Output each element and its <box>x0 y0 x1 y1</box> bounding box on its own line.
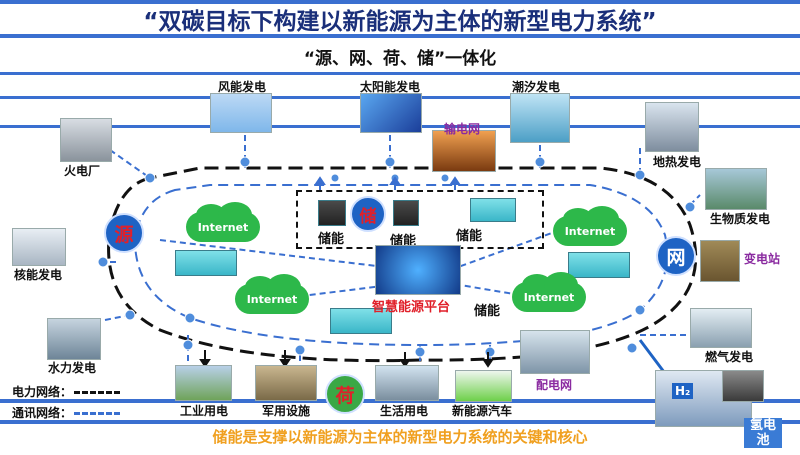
top-stripe <box>0 0 800 4</box>
wind-image <box>210 93 272 133</box>
biomass-image <box>705 168 767 210</box>
hydrogen-label: 氢电池 <box>744 418 782 448</box>
military-label: 军用设施 <box>262 404 311 418</box>
stripe <box>0 399 800 403</box>
internet-cloud: Internet <box>553 206 627 246</box>
page-title: “双碳目标下构建以新能源为主体的新型电力系统” <box>143 9 657 35</box>
transmission-image <box>432 130 496 172</box>
storage-label-4: 储能 <box>474 304 501 319</box>
footer-text: 储能是支撑以新能源为主体的新型电力系统的关键和核心 <box>212 428 588 446</box>
geothermal-label: 地热发电 <box>653 155 702 169</box>
storage-label-1: 储能 <box>318 232 345 247</box>
nuclear-image <box>12 228 66 266</box>
transmission-label: 输电网 <box>444 122 481 136</box>
legend-comm-label: 通讯网络： <box>12 406 73 420</box>
hydrogen-cell-image <box>722 370 764 402</box>
substation-label: 变电站 <box>744 252 781 266</box>
hub-storage: 储 <box>350 196 386 232</box>
battery-rack <box>568 252 630 278</box>
legend-power-line <box>74 391 120 394</box>
page-subtitle: “源、网、荷、储”一体化 <box>303 49 497 69</box>
platform-image <box>375 245 461 295</box>
internet-cloud: Internet <box>512 272 586 312</box>
nuclear-label: 核能发电 <box>14 268 63 282</box>
distribution-image <box>520 330 590 374</box>
internet-cloud: Internet <box>235 274 309 314</box>
gas-label: 燃气发电 <box>705 350 754 364</box>
wind-label: 风能发电 <box>218 80 267 94</box>
internet-cloud: Internet <box>186 202 260 242</box>
stripe <box>0 72 800 75</box>
hub-grid: 网 <box>656 236 696 276</box>
battery-rack <box>175 250 237 276</box>
military-image <box>255 365 317 401</box>
ev-image <box>455 370 512 402</box>
industrial-label: 工业用电 <box>180 404 229 418</box>
hub-load: 荷 <box>325 374 365 414</box>
residential-label: 生活用电 <box>380 404 429 418</box>
legend-power-label: 电力网络： <box>12 385 73 399</box>
tidal-image <box>510 93 570 143</box>
solar-label: 太阳能发电 <box>360 80 421 94</box>
stripe <box>0 420 800 424</box>
substation-image <box>700 240 740 282</box>
hydro-image <box>47 318 101 360</box>
stripe <box>0 34 800 38</box>
ev-label: 新能源汽车 <box>452 404 513 418</box>
distribution-label: 配电网 <box>536 378 573 392</box>
storage-unit-1 <box>318 200 346 226</box>
thermal-image <box>60 118 112 162</box>
comm-network-loop <box>133 184 669 347</box>
tidal-label: 潮汐发电 <box>512 80 561 94</box>
industrial-image <box>175 365 232 401</box>
storage-label-3: 储能 <box>456 229 483 244</box>
biomass-label: 生物质发电 <box>710 212 771 226</box>
storage-unit-3 <box>470 198 516 222</box>
hydro-label: 水力发电 <box>48 361 97 375</box>
solar-image <box>360 93 422 133</box>
battery-rack <box>330 308 392 334</box>
residential-image <box>375 365 439 401</box>
thermal-label: 火电厂 <box>64 164 101 178</box>
hub-source: 源 <box>104 213 144 253</box>
gas-image <box>690 308 752 348</box>
h2-badge: H₂ <box>672 383 694 399</box>
geothermal-image <box>645 102 699 152</box>
legend-comm-line <box>74 412 120 415</box>
storage-unit-2 <box>393 200 419 226</box>
platform-label: 智慧能源平台 <box>372 300 451 315</box>
